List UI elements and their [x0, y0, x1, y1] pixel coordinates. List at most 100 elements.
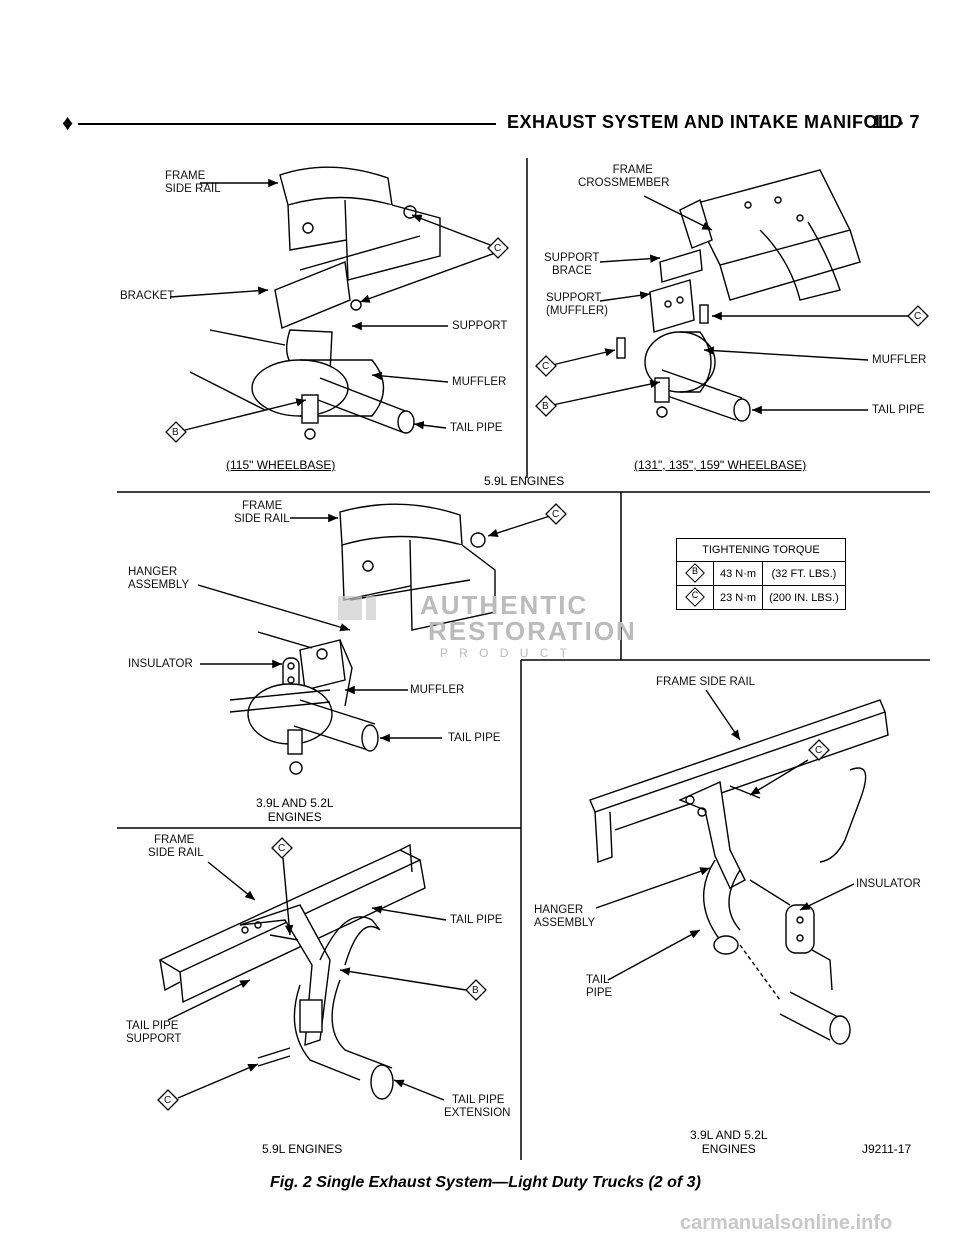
- table-row: B 43 N·m (32 FT. LBS.): [676, 561, 846, 586]
- label-muffler: MUFFLER: [452, 376, 507, 388]
- watermark-authentic: AUTHENTIC: [420, 590, 589, 620]
- label-muffler-mid: MUFFLER: [410, 684, 465, 696]
- callout-b-letter: B: [542, 401, 549, 412]
- page-section-title: EXHAUST SYSTEM AND INTAKE MANIFOLD: [507, 112, 904, 132]
- label-line: ASSEMBLY: [534, 917, 596, 929]
- label-insulator-right: INSULATOR: [856, 878, 921, 890]
- label-line: SUPPORT: [126, 1033, 182, 1045]
- caption-115-wheelbase: (115" WHEELBASE): [226, 458, 336, 472]
- label-insulator: INSULATOR: [128, 658, 193, 670]
- label-line: FRAME: [612, 164, 653, 176]
- callout-letter: C: [691, 590, 699, 600]
- label-tail-pipe-mid: TAIL PIPE: [448, 732, 501, 744]
- drawing-bottom-left: [158, 843, 467, 1101]
- callout-diamonds-bottom-right: [808, 739, 830, 761]
- torque-table-container: TIGHTENING TORQUE B 43 N·m (32 FT. LBS.)…: [676, 538, 846, 610]
- label-line: HANGER: [534, 904, 584, 916]
- callout-diamonds-bottom-left: [157, 837, 487, 1111]
- label-line: ASSEMBLY: [128, 579, 190, 591]
- label-line: FRAME: [242, 500, 283, 512]
- callout-diamonds-top-left: [165, 237, 509, 443]
- label-line: TAIL PIPE: [452, 1094, 505, 1106]
- torque-metric: 43 N·m: [712, 561, 764, 586]
- label-muffler-right: MUFFLER: [872, 354, 927, 366]
- table-title: TIGHTENING TORQUE: [676, 538, 846, 562]
- label-line: FRAME: [165, 170, 206, 182]
- label-line: PIPE: [586, 987, 613, 999]
- torque-imperial: (200 IN. LBS.): [762, 585, 846, 610]
- label-frame-side-rail-bottom: FRAME SIDE RAIL: [148, 834, 204, 860]
- callout-c-letter: C: [815, 745, 823, 756]
- label-line: SUPPORT: [546, 292, 602, 304]
- label-tail-pipe-right-bottom: TAIL PIPE: [586, 974, 612, 1000]
- callout-diamonds-mid-left: [545, 503, 567, 525]
- figure-code: J9211-17: [862, 1142, 912, 1156]
- caption-top-engines: 5.9L ENGINES: [484, 474, 565, 488]
- label-line: SUPPORT: [544, 252, 600, 264]
- label-line: BRACE: [552, 265, 592, 277]
- label-line: SIDE RAIL: [234, 513, 290, 525]
- footer-site-watermark: carmanualsonline.info: [680, 1212, 893, 1234]
- label-bracket: BRACKET: [120, 290, 175, 302]
- drawing-top-left: [169, 166, 499, 440]
- caption-line: ENGINES: [701, 1142, 756, 1156]
- caption-line: ENGINES: [267, 810, 322, 824]
- callout-c-letter: C: [542, 361, 550, 372]
- label-tail-pipe-bottom: TAIL PIPE: [450, 914, 503, 926]
- label-line: EXTENSION: [444, 1107, 511, 1119]
- callout-c-letter: C: [914, 311, 922, 322]
- callout-c-letter: C: [278, 843, 286, 854]
- watermark-product: P R O D U C T: [440, 646, 571, 660]
- label-line: SIDE RAIL: [165, 183, 221, 195]
- callout-letter: B: [691, 566, 698, 576]
- callout-b-letter: B: [472, 985, 479, 996]
- callout-c-letter: C: [164, 1095, 172, 1106]
- figure-caption: Fig. 2 Single Exhaust System—Light Duty …: [270, 1174, 701, 1191]
- label-line: SIDE RAIL: [148, 847, 204, 859]
- label-hanger-assembly-right: HANGER ASSEMBLY: [534, 904, 595, 930]
- callout-diamonds-top-right: [535, 305, 929, 417]
- callout-diamond-c: C: [676, 585, 714, 610]
- table-header-row: TIGHTENING TORQUE: [676, 538, 846, 562]
- label-frame-side-rail-right: FRAME SIDE RAIL: [656, 676, 756, 688]
- label-tail-pipe-extension: TAIL PIPE EXTENSION: [444, 1094, 510, 1120]
- header-bullet: ♦: [62, 110, 74, 135]
- torque-metric: 23 N·m: [712, 585, 764, 610]
- caption-line: 3.9L AND 5.2L: [256, 796, 334, 810]
- watermark-restoration: RESTORATION: [428, 616, 637, 646]
- caption-bottom-left-engines: 5.9L ENGINES: [262, 1142, 343, 1156]
- watermark-graphic: [338, 596, 376, 620]
- label-line: (MUFFLER): [546, 305, 608, 317]
- label-line: FRAME: [154, 834, 195, 846]
- label-line: TAIL: [586, 974, 610, 986]
- caption-bottom-right-engines: 3.9L AND 5.2L ENGINES: [690, 1128, 768, 1156]
- callout-c-letter: C: [552, 509, 560, 520]
- label-frame-crossmember: FRAME CROSSMEMBER: [578, 164, 669, 190]
- page-number: 11 - 7: [872, 112, 921, 132]
- callout-c-letter: C: [494, 243, 502, 254]
- drawing-top-right: [547, 169, 908, 422]
- label-support-muffler: SUPPORT (MUFFLER): [546, 292, 608, 318]
- caption-mid-engines: 3.9L AND 5.2L ENGINES: [256, 796, 334, 824]
- label-frame-side-rail: FRAME SIDE RAIL: [165, 170, 221, 196]
- label-tail-pipe-right: TAIL PIPE: [872, 404, 925, 416]
- label-tail-pipe-support: TAIL PIPE SUPPORT: [126, 1020, 181, 1046]
- callout-b-letter: B: [172, 427, 179, 438]
- caption-131-135-159-wheelbase: (131", 135", 159" WHEELBASE): [634, 458, 807, 472]
- caption-line: 3.9L AND 5.2L: [690, 1128, 768, 1142]
- drawing-bottom-right: [589, 689, 889, 1045]
- table-row: C 23 N·m (200 IN. LBS.): [676, 585, 846, 610]
- label-support: SUPPORT: [452, 320, 508, 332]
- label-line: HANGER: [128, 566, 178, 578]
- label-frame-side-rail-mid: FRAME SIDE RAIL: [234, 500, 290, 526]
- label-tail-pipe: TAIL PIPE: [450, 422, 503, 434]
- callout-diamond-b: B: [676, 561, 714, 586]
- label-line: CROSSMEMBER: [578, 177, 670, 189]
- label-support-brace: SUPPORT BRACE: [544, 252, 599, 278]
- label-line: TAIL PIPE: [126, 1020, 179, 1032]
- drawing-mid-left: [197, 503, 551, 775]
- label-hanger-assembly: HANGER ASSEMBLY: [128, 566, 189, 592]
- tightening-torque-table: TIGHTENING TORQUE B 43 N·m (32 FT. LBS.)…: [676, 538, 846, 610]
- torque-imperial: (32 FT. LBS.): [762, 561, 846, 586]
